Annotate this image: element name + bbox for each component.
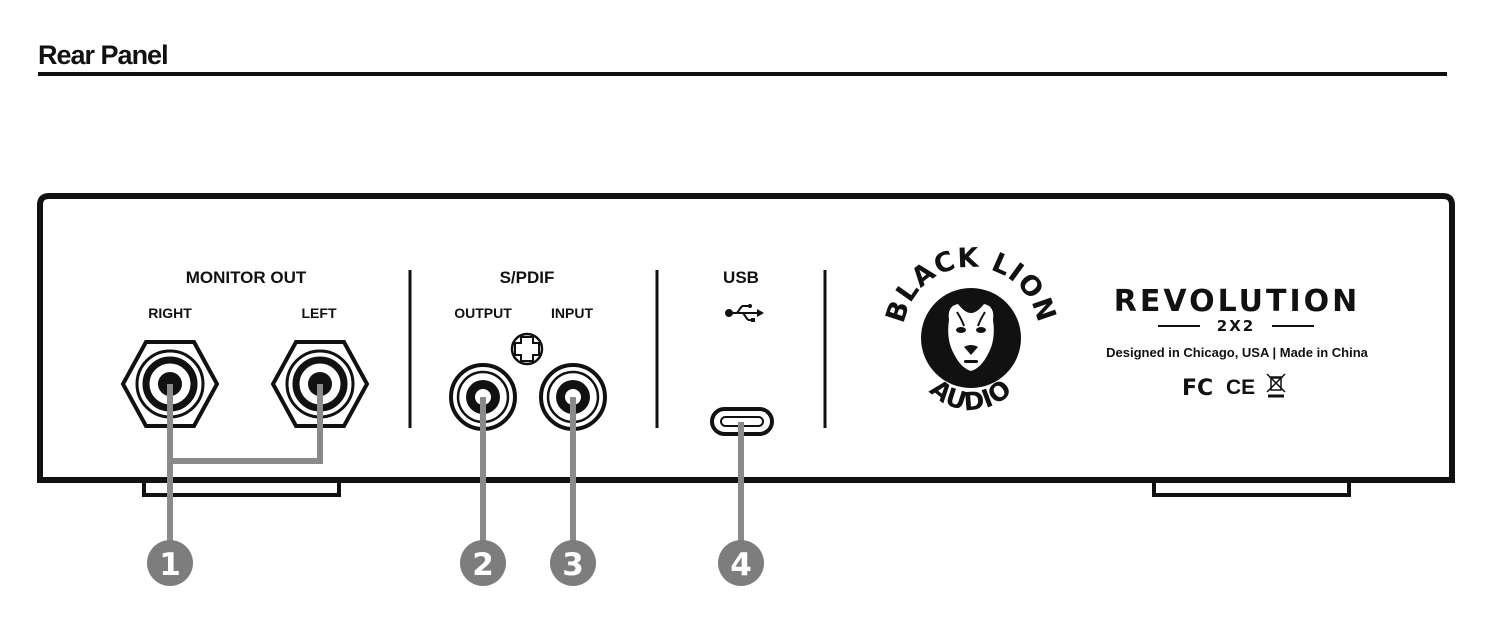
callout-badge-2: 2 [460,540,506,586]
callout-number: 4 [730,547,752,583]
callout-badge-4: 4 [718,540,764,586]
usb-c-port [710,407,774,436]
callout-number: 3 [562,547,584,583]
spdif-title: S/PDIF [500,268,555,287]
callout-badge-3: 3 [550,540,596,586]
monitor-left-label: LEFT [302,305,337,321]
brand-tagline: Designed in Chicago, USA | Made in China [1106,345,1369,360]
spdif-output-label: OUTPUT [454,305,512,321]
heading-rule [38,72,1447,76]
product-name: REVOLUTION [1114,284,1360,319]
callout-leaders [167,384,744,545]
fcc-icon: FC [1182,376,1213,401]
usb-symbol-icon [725,304,764,322]
screw-icon [510,332,544,366]
spdif-input-label: INPUT [551,305,593,321]
monitor-right-label: RIGHT [148,305,192,321]
lion-face-icon [948,304,994,371]
rubber-foot-right [1152,478,1351,497]
black-lion-audio-logo: BLACK LION AUDIO [880,243,1061,417]
section-heading: Rear Panel [38,40,169,70]
callout-badge-1: 1 [147,540,193,586]
ce-icon: CE [1226,376,1255,399]
monitor-out-title: MONITOR OUT [186,268,307,287]
callout-number: 1 [159,547,181,583]
weee-bin-icon [1266,373,1286,398]
usb-title: USB [723,268,759,287]
model-name: 2X2 [1217,317,1255,335]
callout-number: 2 [472,547,494,583]
chassis-outline [37,193,1455,480]
rubber-foot-left [142,478,341,497]
leader-1-bridge [170,384,323,464]
